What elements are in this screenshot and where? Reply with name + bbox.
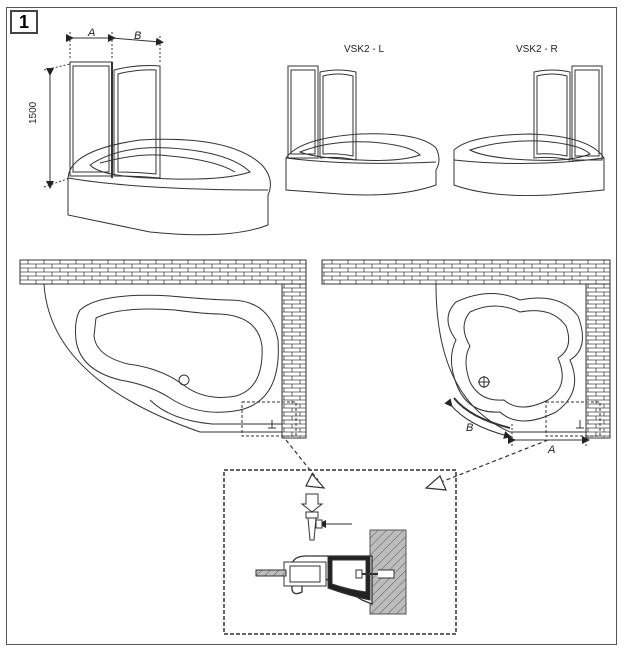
plan-left [19, 259, 307, 439]
dimension-a-label: A [88, 27, 96, 39]
variant-right-label: VSK2 - R [516, 44, 558, 55]
instruction-frame [6, 7, 617, 645]
plan-b-label: B [466, 422, 474, 434]
dimension-b-label: B [134, 30, 142, 42]
step-number: 1 [10, 10, 38, 34]
plan-a-label: A [548, 444, 556, 456]
detail-callout-arrows [285, 439, 549, 491]
variant-left-label: VSK2 - L [344, 44, 385, 55]
bath-vsk2-right [453, 65, 605, 197]
detail-box [223, 469, 457, 635]
plan-right [321, 259, 611, 446]
bath-vsk2-left [285, 65, 440, 196]
height-label: 1500 [28, 101, 39, 124]
bath-with-screen-dimensioned [43, 32, 271, 236]
